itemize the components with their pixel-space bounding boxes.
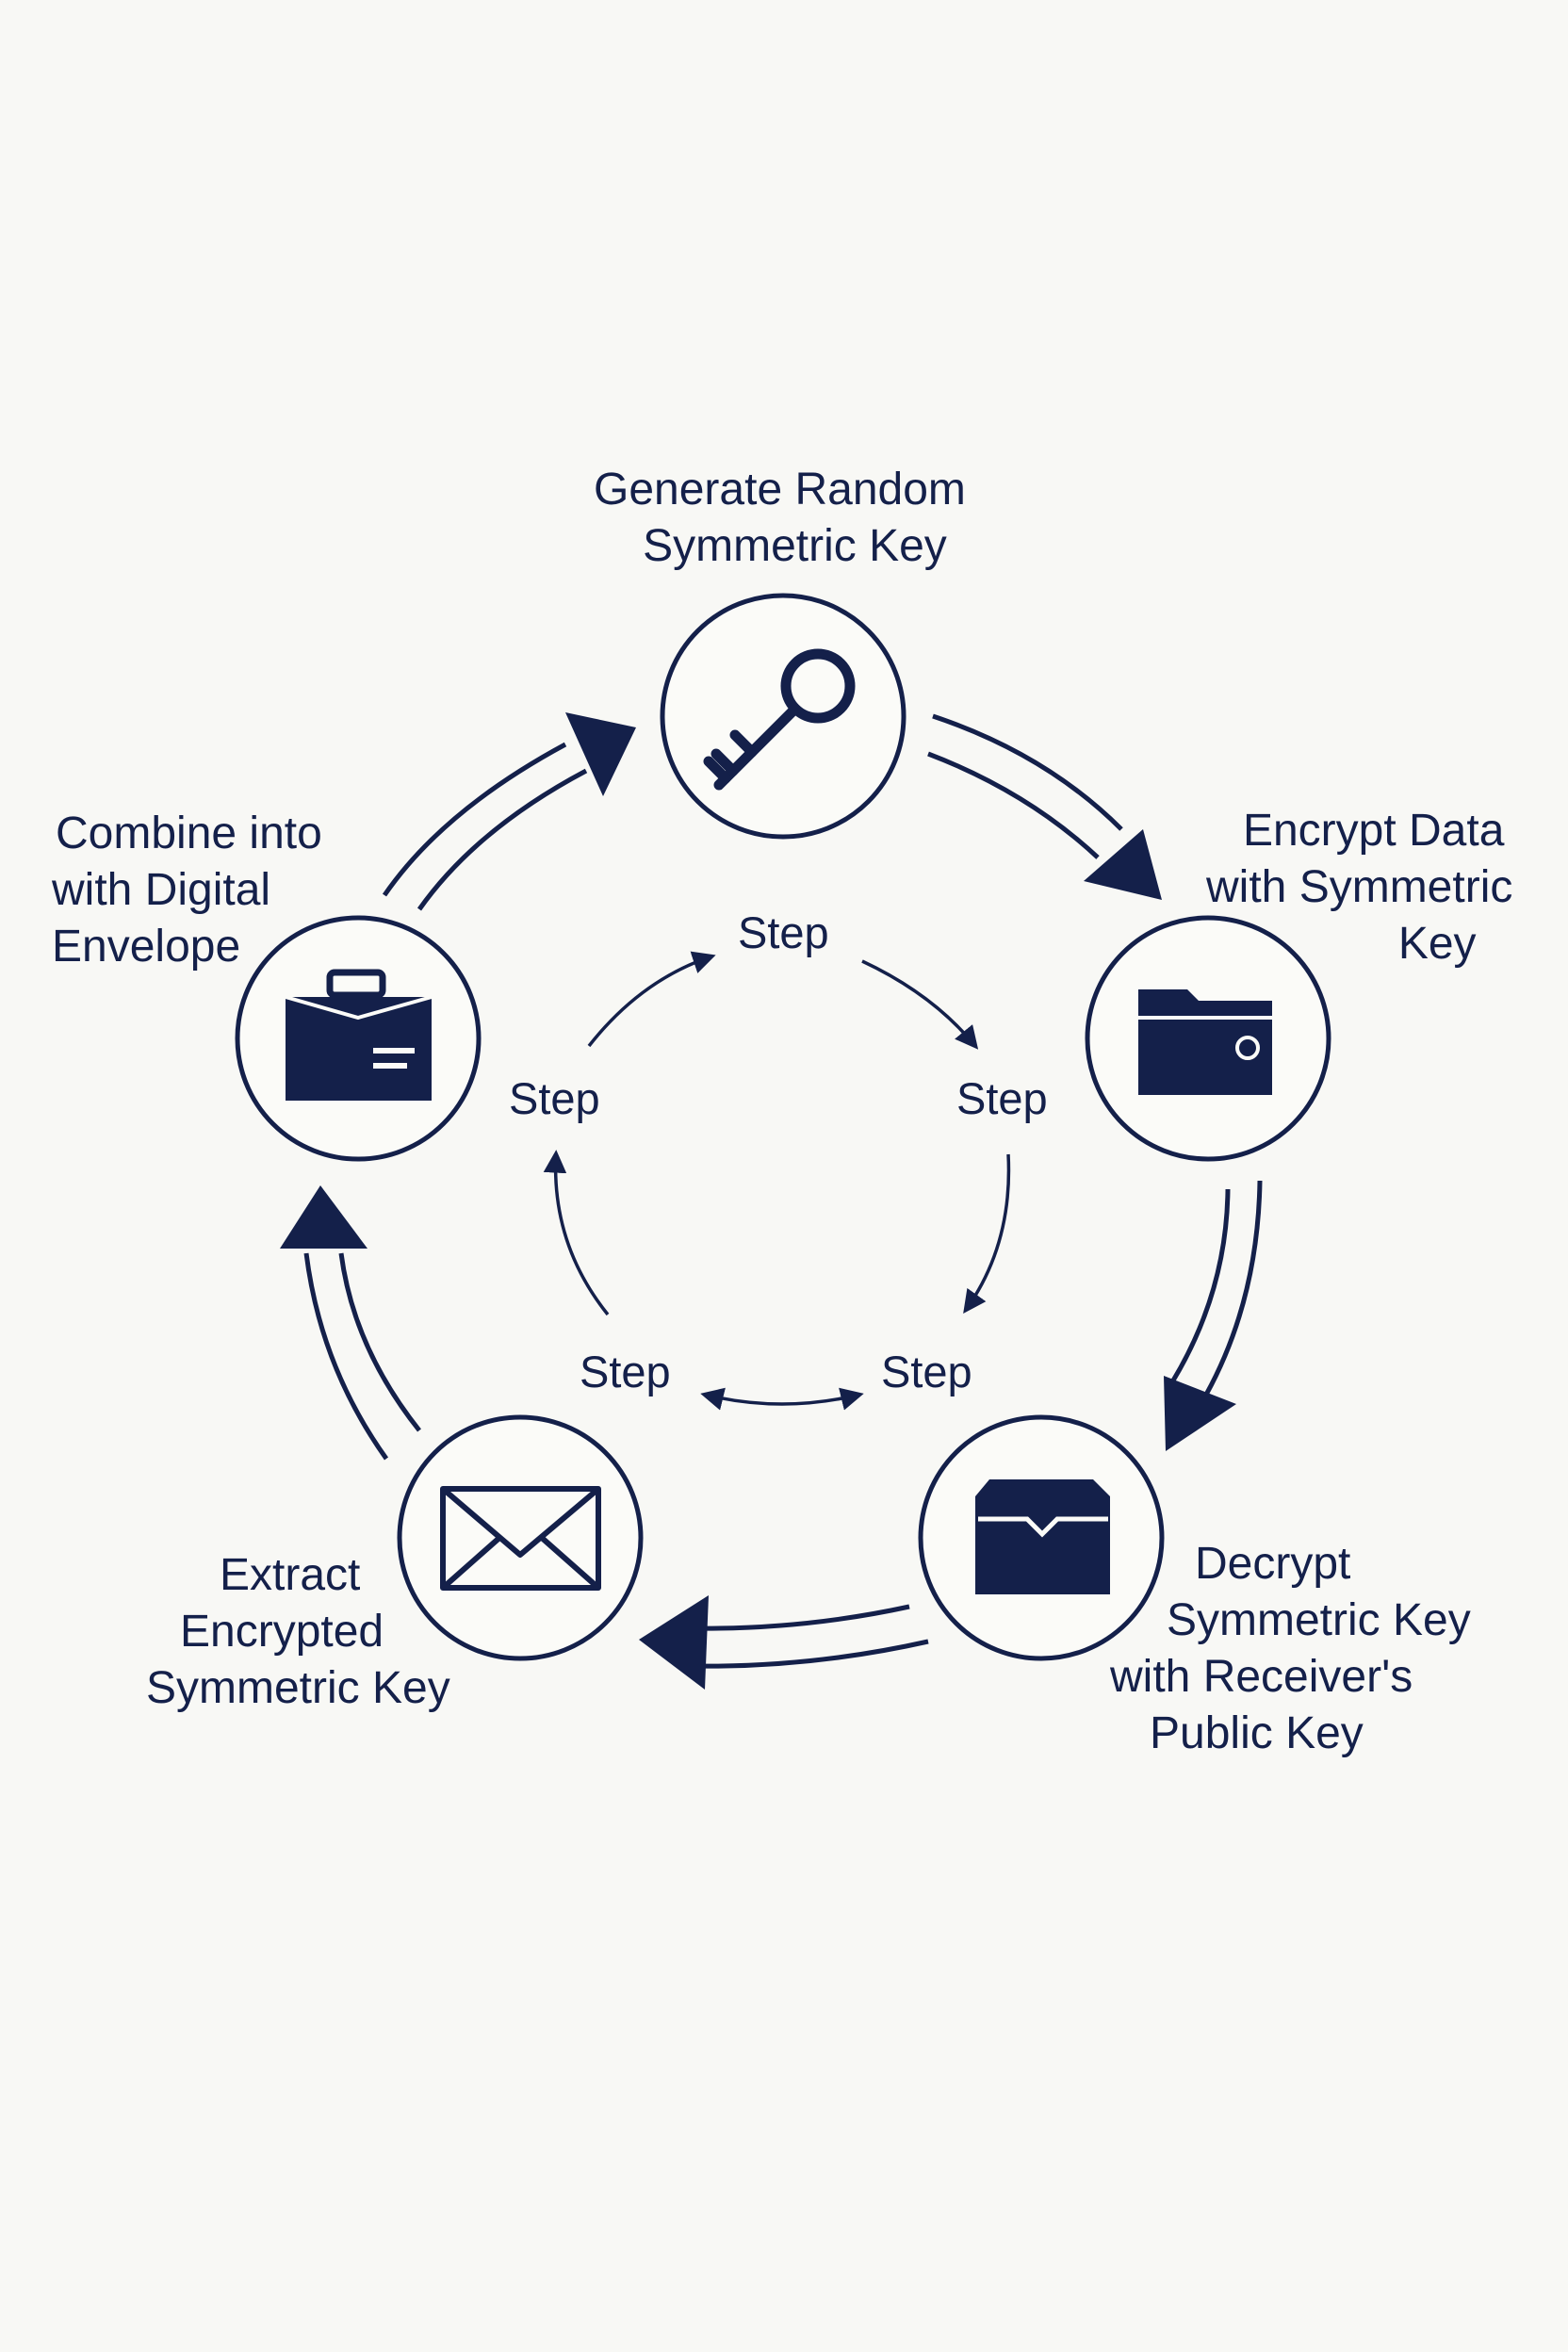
inner-arrow-2	[861, 959, 979, 1050]
box-icon	[285, 969, 433, 1101]
node-generate	[660, 593, 906, 840]
label-combine-line-2: with Digital	[52, 865, 271, 915]
label-generate-line-2: Symmetric Key	[643, 521, 947, 571]
label-decrypt: Decrypt Symmetric Key with Receiver's Pu…	[1110, 1536, 1471, 1762]
label-extract-line-1: Extract	[220, 1550, 361, 1600]
label-encrypt: Encrypt Data with Symmetric Key	[1206, 803, 1512, 972]
inner-step-3: Step	[881, 1347, 972, 1396]
label-generate: Generate Random Symmetric Key	[594, 462, 966, 575]
arrowhead-to-combine	[280, 1185, 368, 1249]
inner-step-4: Step	[580, 1347, 671, 1396]
key-icon	[703, 648, 856, 791]
arrowhead-to-extract	[639, 1595, 709, 1690]
node-extract	[397, 1414, 644, 1661]
label-combine: Combine into with Digital Envelope	[52, 806, 322, 975]
node-combine	[235, 915, 482, 1162]
outer-arrow-generate-to-encrypt	[927, 713, 1123, 859]
inner-arrow-3	[963, 1153, 1011, 1314]
label-encrypt-line-1: Encrypt Data	[1242, 806, 1505, 856]
label-decrypt-line-2: Symmetric Key	[1167, 1595, 1471, 1645]
outer-arrow-extract-to-combine	[303, 1252, 421, 1461]
label-encrypt-line-2: with Symmetric	[1206, 862, 1513, 912]
briefcase-icon	[975, 1479, 1110, 1594]
label-extract-line-2: Encrypted	[180, 1607, 384, 1657]
outer-arrow-decrypt-to-extract	[687, 1604, 929, 1669]
label-extract: Extract Encrypted Symmetric Key	[146, 1547, 450, 1717]
label-generate-line-1: Generate Random	[594, 465, 966, 514]
inner-step-2: Step	[956, 1073, 1048, 1123]
label-combine-line-3: Envelope	[52, 922, 241, 972]
label-encrypt-line-3: Key	[1397, 919, 1477, 969]
folder-icon	[1138, 989, 1272, 1095]
inner-arrow-5	[543, 1150, 610, 1316]
arrowhead-to-encrypt	[1084, 829, 1162, 900]
inner-step-5: Step	[509, 1073, 600, 1123]
inner-step-1: Step	[738, 907, 829, 957]
label-extract-line-3: Symmetric Key	[146, 1663, 450, 1713]
arrowhead-to-decrypt	[1164, 1376, 1236, 1451]
arrowhead-to-generate	[565, 712, 636, 796]
node-encrypt	[1085, 915, 1331, 1162]
label-decrypt-line-1: Decrypt	[1195, 1539, 1351, 1589]
label-decrypt-line-4: Public Key	[1150, 1708, 1364, 1758]
outer-arrow-combine-to-generate	[382, 742, 588, 911]
envelope-icon	[440, 1486, 601, 1591]
node-decrypt	[918, 1414, 1165, 1661]
label-decrypt-line-3: with Receiver's	[1110, 1652, 1413, 1702]
inner-arrow-4	[700, 1387, 864, 1411]
label-combine-line-1: Combine into	[56, 808, 322, 858]
inner-arrow-1	[587, 951, 716, 1048]
outer-arrow-encrypt-to-decrypt	[1170, 1180, 1263, 1396]
